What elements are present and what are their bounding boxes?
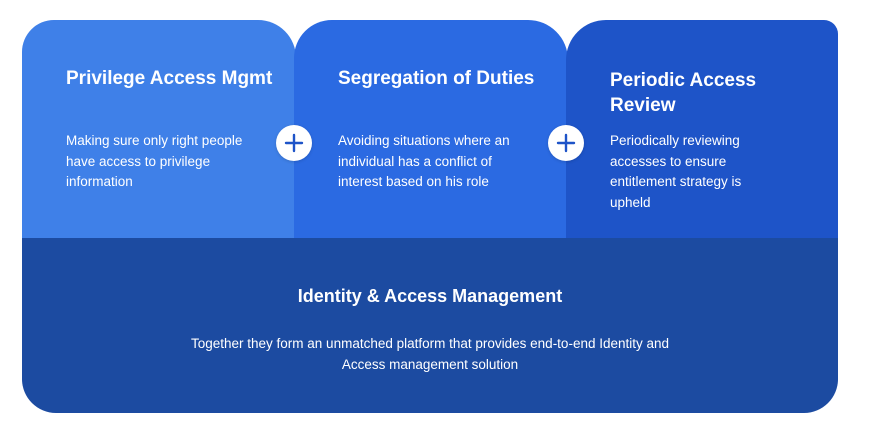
card-title: Segregation of Duties <box>338 68 535 89</box>
summary-title: Identity & Access Management <box>297 286 563 306</box>
card-description: Making sure only right people have acces… <box>66 133 243 189</box>
summary-panel <box>22 220 838 413</box>
card-description: Periodically reviewing accesses to ensur… <box>610 133 742 210</box>
card-segregation-of-duties: Segregation of Duties Avoiding situation… <box>294 20 568 238</box>
card-title: Periodic Access Review <box>610 70 757 116</box>
card-periodic-access-review: Periodic Access Review Periodically revi… <box>566 20 838 238</box>
card-description: Avoiding situations where an individual … <box>338 133 510 189</box>
plus-icon <box>548 125 584 161</box>
plus-icon <box>276 125 312 161</box>
summary-description: Together they form an unmatched platform… <box>190 336 670 372</box>
card-title: Privilege Access Mgmt <box>66 68 273 89</box>
card-privilege-access: Privilege Access Mgmt Making sure only r… <box>22 20 296 238</box>
